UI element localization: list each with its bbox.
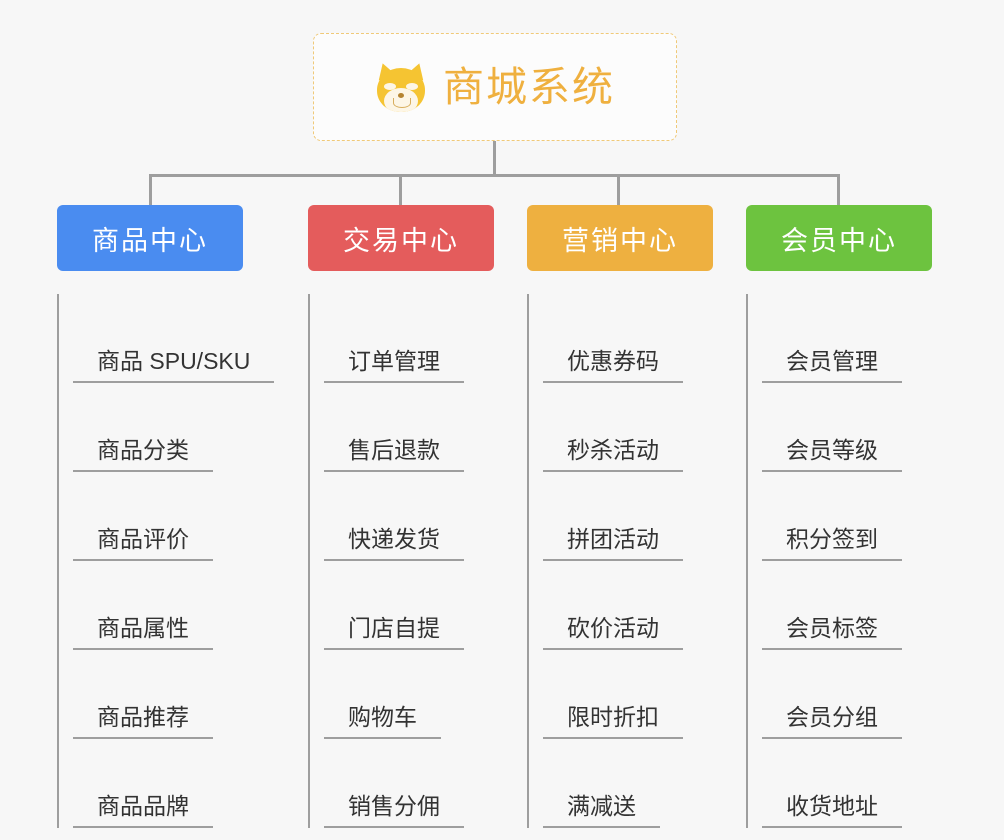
list-item-label: 商品分类 [73, 437, 213, 472]
list-item-label: 会员标签 [762, 615, 902, 650]
list-item-label: 商品 SPU/SKU [73, 348, 275, 383]
list-item[interactable]: 砍价活动 [543, 561, 713, 650]
list-item-label: 售后退款 [324, 437, 464, 472]
category-header-label: 商品中心 [92, 225, 208, 256]
list-item-label: 会员管理 [762, 348, 902, 383]
list-item[interactable]: 售后退款 [324, 383, 494, 472]
list-item-label: 会员分组 [762, 704, 902, 739]
list-item[interactable]: 商品属性 [73, 561, 274, 650]
category-header-2[interactable]: 交易中心 [308, 205, 494, 271]
list-item-label: 购物车 [324, 704, 441, 739]
list-item-label: 商品属性 [73, 615, 213, 650]
list-item[interactable]: 优惠券码 [543, 294, 713, 383]
list-item[interactable]: 商品评价 [73, 472, 274, 561]
list-item-label: 商品推荐 [73, 704, 213, 739]
list-item-label: 限时折扣 [543, 704, 683, 739]
category-header-label: 交易中心 [343, 225, 459, 256]
category-header-1[interactable]: 商品中心 [57, 205, 243, 271]
list-item-label: 秒杀活动 [543, 437, 683, 472]
branch-column-3: 营销中心 优惠券码 秒杀活动 拼团活动 砍价活动 限时折扣 满减送 [527, 205, 713, 828]
list-item-label: 满减送 [543, 793, 660, 828]
list-item-label: 商品评价 [73, 526, 213, 561]
list-item[interactable]: 门店自提 [324, 561, 494, 650]
list-item[interactable]: 购物车 [324, 650, 494, 739]
connector-drop-3 [617, 174, 620, 207]
list-item[interactable]: 积分签到 [762, 472, 932, 561]
list-item-label: 订单管理 [324, 348, 464, 383]
branch-items-4: 会员管理 会员等级 积分签到 会员标签 会员分组 收货地址 [746, 294, 932, 828]
connector-drop-2 [399, 174, 402, 207]
list-item-label: 积分签到 [762, 526, 902, 561]
list-item[interactable]: 会员等级 [762, 383, 932, 472]
list-item[interactable]: 会员分组 [762, 650, 932, 739]
list-item[interactable]: 销售分佣 [324, 739, 494, 828]
list-item[interactable]: 会员标签 [762, 561, 932, 650]
list-item-label: 优惠券码 [543, 348, 683, 383]
shiba-inu-face-icon [374, 60, 428, 113]
category-header-3[interactable]: 营销中心 [527, 205, 713, 271]
connector-horizontal-bus [150, 174, 840, 177]
list-item[interactable]: 商品推荐 [73, 650, 274, 739]
branch-items-1: 商品 SPU/SKU 商品分类 商品评价 商品属性 商品推荐 商品品牌 [57, 294, 275, 828]
list-item[interactable]: 满减送 [543, 739, 713, 828]
branch-column-4: 会员中心 会员管理 会员等级 积分签到 会员标签 会员分组 收货地址 [746, 205, 932, 828]
list-item-label: 商品品牌 [73, 793, 213, 828]
connector-root-stem [493, 141, 496, 176]
category-header-label: 营销中心 [562, 225, 678, 256]
list-item[interactable]: 限时折扣 [543, 650, 713, 739]
connector-drop-1 [149, 174, 152, 207]
list-item-label: 砍价活动 [543, 615, 683, 650]
list-item[interactable]: 快递发货 [324, 472, 494, 561]
list-item[interactable]: 秒杀活动 [543, 383, 713, 472]
list-item-label: 门店自提 [324, 615, 464, 650]
root-node[interactable]: 商城系统 [313, 33, 677, 141]
branch-column-1: 商品中心 商品 SPU/SKU 商品分类 商品评价 商品属性 商品推荐 商品品牌 [57, 205, 275, 828]
list-item[interactable]: 会员管理 [762, 294, 932, 383]
category-header-label: 会员中心 [781, 225, 897, 256]
list-item[interactable]: 商品 SPU/SKU [73, 294, 275, 383]
list-item-label: 拼团活动 [543, 526, 683, 561]
branch-items-3: 优惠券码 秒杀活动 拼团活动 砍价活动 限时折扣 满减送 [527, 294, 713, 828]
branch-items-2: 订单管理 售后退款 快递发货 门店自提 购物车 销售分佣 [308, 294, 494, 828]
category-header-4[interactable]: 会员中心 [746, 205, 932, 271]
list-item[interactable]: 收货地址 [762, 739, 932, 828]
list-item-label: 会员等级 [762, 437, 902, 472]
list-item-label: 收货地址 [762, 793, 902, 828]
list-item[interactable]: 订单管理 [324, 294, 494, 383]
connector-drop-4 [837, 174, 840, 207]
root-title: 商城系统 [443, 63, 615, 110]
list-item-label: 快递发货 [324, 526, 464, 561]
list-item-label: 销售分佣 [324, 793, 464, 828]
list-item[interactable]: 拼团活动 [543, 472, 713, 561]
branch-column-2: 交易中心 订单管理 售后退款 快递发货 门店自提 购物车 销售分佣 [308, 205, 494, 828]
list-item[interactable]: 商品分类 [73, 383, 274, 472]
list-item[interactable]: 商品品牌 [73, 739, 274, 828]
